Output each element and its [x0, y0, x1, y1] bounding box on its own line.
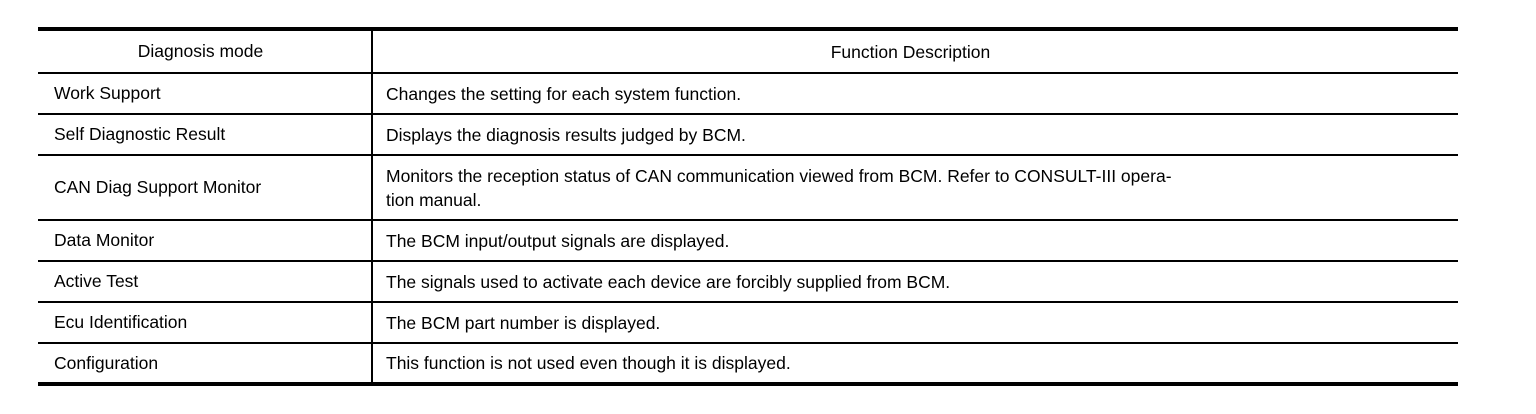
diagnosis-mode-cell: Data Monitor: [38, 219, 373, 262]
diagnosis-mode-cell: CAN Diag Support Monitor: [38, 154, 373, 221]
table-row: CAN Diag Support Monitor Monitors the re…: [38, 154, 1458, 221]
diagnosis-mode-cell: Self Diagnostic Result: [38, 113, 373, 156]
diagnosis-mode-table: Diagnosis mode Function Description Work…: [38, 27, 1458, 386]
diagnosis-mode-cell: Ecu Identification: [38, 301, 373, 344]
diagnosis-mode-cell: Work Support: [38, 72, 373, 115]
function-description-cell: Changes the setting for each system func…: [372, 72, 1458, 115]
table-row: Data Monitor The BCM input/output signal…: [38, 219, 1458, 262]
function-description-cell: The BCM input/output signals are display…: [372, 219, 1458, 262]
column-header-diagnosis-mode: Diagnosis mode: [38, 28, 373, 74]
function-description-cell: The BCM part number is displayed.: [372, 301, 1458, 344]
function-description-cell: Displays the diagnosis results judged by…: [372, 113, 1458, 156]
table-row: Ecu Identification The BCM part number i…: [38, 301, 1458, 344]
table-row: Self Diagnostic Result Displays the diag…: [38, 113, 1458, 156]
table-row: Active Test The signals used to activate…: [38, 260, 1458, 303]
table-row: Work Support Changes the setting for eac…: [38, 72, 1458, 115]
column-header-function-description: Function Description: [372, 28, 1458, 74]
table-header-row: Diagnosis mode Function Description: [38, 28, 1458, 74]
function-description-cell: This function is not used even though it…: [372, 342, 1458, 385]
diagnosis-mode-cell: Configuration: [38, 342, 373, 385]
table-row: Configuration This function is not used …: [38, 342, 1458, 385]
function-description-cell: The signals used to activate each device…: [372, 260, 1458, 303]
function-description-cell: Monitors the reception status of CAN com…: [372, 154, 1458, 221]
diagnosis-mode-cell: Active Test: [38, 260, 373, 303]
